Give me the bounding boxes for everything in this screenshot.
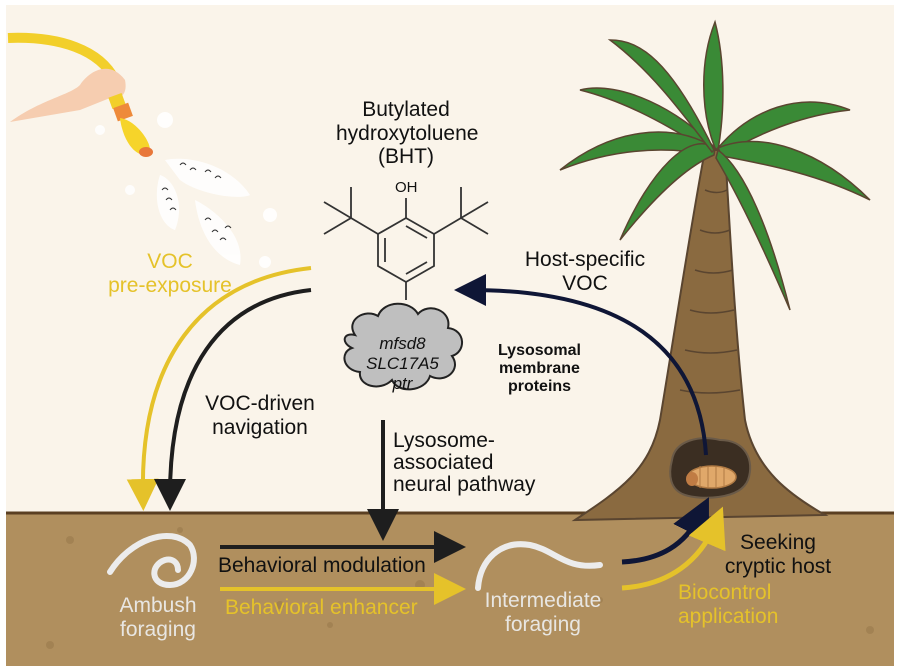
compound-name-line2: hydroxytoluene [336, 121, 479, 145]
ambush-nematode-icon [107, 533, 197, 589]
biocontrol-label: Biocontrol application [678, 581, 803, 628]
intermediate-line1: Intermediate [484, 589, 602, 612]
lysosomal-line2: membrane [499, 359, 580, 377]
behavioral-modulation-label: Behavioral modulation [218, 554, 426, 577]
voc-driven-navigation-arrow [154, 288, 312, 511]
voc-pre-exposure-label: VOC pre-exposure [90, 250, 250, 297]
compound-abbrev: (BHT) [378, 145, 434, 169]
seeking-line2: cryptic host [724, 554, 832, 578]
lysosomal-line3: proteins [507, 377, 572, 395]
palm-tree-icon [559, 19, 871, 522]
oh-label: OH [395, 179, 418, 196]
host-voc-line1: Host-specific [524, 248, 646, 271]
biocontrol-line2: application [678, 604, 779, 628]
seeking-line1: Seeking [740, 531, 816, 554]
spray-hose-icon [7, 32, 153, 157]
biocontrol-arrow [621, 506, 726, 591]
intermediate-nematode-icon [475, 541, 603, 591]
gene-ptr: ptr [392, 374, 413, 394]
ambush-foraging-label: Ambush foraging [108, 594, 208, 641]
host-voc-line2: VOC [562, 271, 608, 295]
voc-driven-line2: navigation [212, 415, 308, 439]
ambush-line1: Ambush [119, 594, 197, 617]
lysosome-path-line1: Lysosome- [393, 429, 495, 452]
lysosome-pathway-label: Lysosome- associated neural pathway [393, 429, 536, 497]
compound-name-line1: Butylated [362, 98, 450, 121]
gene-list: mfsd8 SLC17A5 ptr [355, 334, 450, 394]
voc-spray-particles [95, 112, 277, 268]
lysosomal-line1: Lysosomal [498, 342, 581, 359]
lysosome-cloud [343, 302, 463, 391]
gene-mfsd8: mfsd8 [379, 334, 426, 353]
ambush-line2: foraging [120, 617, 196, 641]
intermediate-foraging-label: Intermediate foraging [468, 589, 618, 636]
gene-slc17a5: SLC17A5 [366, 354, 439, 374]
biocontrol-line1: Biocontrol [678, 581, 772, 604]
voc-driven-label: VOC-driven navigation [195, 392, 325, 439]
behavioral-enhancer-label: Behavioral enhancer [225, 596, 418, 619]
intermediate-line2: foraging [505, 612, 581, 636]
compound-name: Butylated hydroxytoluene (BHT) [336, 98, 479, 169]
voc-pre-exposure-line1: VOC [147, 250, 193, 273]
host-specific-voc-label: Host-specific VOC [505, 248, 665, 295]
voc-pre-exposure-arrow [126, 266, 312, 511]
voc-driven-line1: VOC-driven [205, 392, 315, 415]
nematode-squiggles [161, 162, 232, 241]
lysosome-path-line3: neural pathway [393, 473, 536, 497]
lysosomal-membrane-label: Lysosomal membrane proteins [487, 342, 592, 396]
weevil-larva-icon [686, 465, 737, 489]
seeking-host-label: Seeking cryptic host [708, 531, 848, 578]
host-specific-voc-arrow [454, 274, 708, 456]
voc-pre-exposure-line2: pre-exposure [108, 273, 232, 297]
lysosome-path-line2: associated [393, 451, 494, 475]
bht-molecule [323, 187, 489, 300]
